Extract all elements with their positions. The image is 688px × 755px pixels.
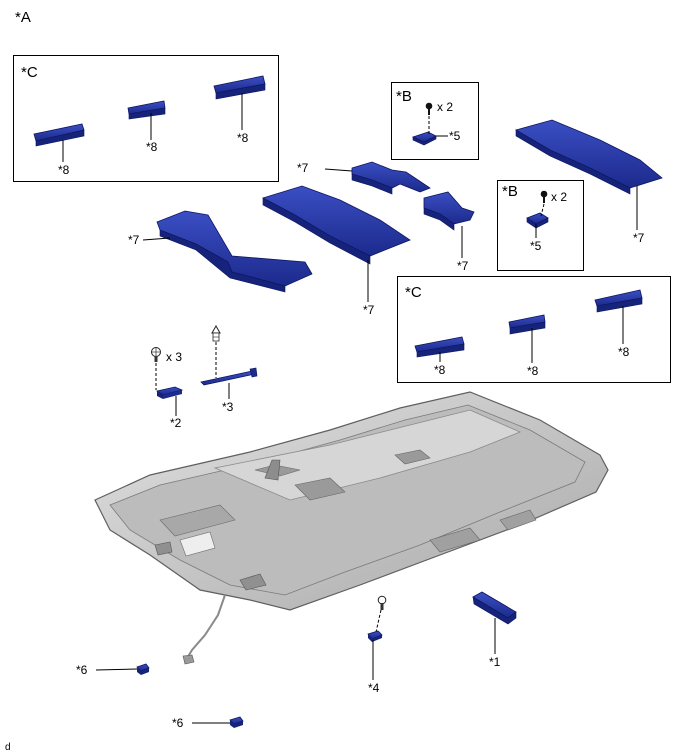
part-6-clip-a (136, 663, 150, 675)
part-5-label-a: *5 (449, 129, 461, 143)
part-7-label-center: *7 (363, 303, 375, 317)
part-1-label: *1 (489, 655, 501, 669)
part-6-label-a: *6 (76, 663, 88, 677)
group-c-label-top: *C (21, 64, 38, 81)
group-b-label-b: *B (502, 183, 518, 200)
part-2-bracket (155, 386, 184, 399)
part-8-label-b: *8 (146, 140, 158, 154)
part-2-label: *2 (170, 416, 182, 430)
part-7-label-small-upper: *7 (297, 161, 309, 175)
leader-lines (62, 93, 638, 724)
part-6-clip-b (229, 716, 244, 728)
part-8-bar-f (594, 289, 643, 313)
group-c-box-right (397, 276, 671, 383)
part-5-label-b: *5 (530, 239, 542, 253)
group-b-box-a (391, 82, 479, 160)
part-7-label-left: *7 (128, 233, 140, 247)
qty-label-b-a: x 2 (437, 100, 454, 114)
group-b-box-b (497, 180, 584, 271)
figure-code: d (5, 742, 11, 753)
screw-icon-2 (151, 347, 161, 362)
qty-label-2: x 3 (166, 350, 183, 364)
part-7-pad-center (261, 185, 411, 265)
part-7-pad-small-upper (351, 161, 431, 195)
part-6-label-b: *6 (172, 716, 184, 730)
part-7-label-small-lower: *7 (457, 259, 469, 273)
part-8-label-d: *8 (434, 363, 446, 377)
part-4-label: *4 (368, 681, 380, 695)
part-7-pad-small-lower (423, 191, 475, 231)
part-8-label-f: *8 (618, 345, 630, 359)
part-1-bar (472, 591, 517, 625)
qty-label-b-b: x 2 (551, 190, 568, 204)
part-7-label-right: *7 (633, 231, 645, 245)
part-7-pad-left (156, 210, 313, 293)
view-label: *A (15, 9, 31, 26)
screw-icon-4 (377, 595, 387, 610)
group-c-label-right: *C (405, 284, 422, 301)
part-8-label-c: *8 (237, 131, 249, 145)
clip-icon-3 (211, 324, 221, 342)
part-8-bar-a (33, 123, 85, 147)
part-8-bar-b (127, 100, 166, 120)
part-8-label-a: *8 (58, 163, 70, 177)
group-c-box-top (13, 55, 279, 182)
headliner-assembly (94, 391, 609, 665)
part-3-label: *3 (222, 400, 234, 414)
part-8-label-e: *8 (527, 364, 539, 378)
part-7-pad-right (514, 119, 663, 195)
screw-icon-b2 (540, 190, 548, 203)
part-4-clip (367, 630, 383, 642)
part-3-rail (200, 367, 258, 386)
part-8-bar-c (213, 75, 266, 100)
screw-icon-b1 (425, 102, 433, 115)
group-b-label-a: *B (396, 88, 412, 105)
part-8-bar-e (508, 314, 546, 335)
part-8-bar-d (414, 336, 465, 358)
part-5-clip-b (526, 212, 549, 229)
